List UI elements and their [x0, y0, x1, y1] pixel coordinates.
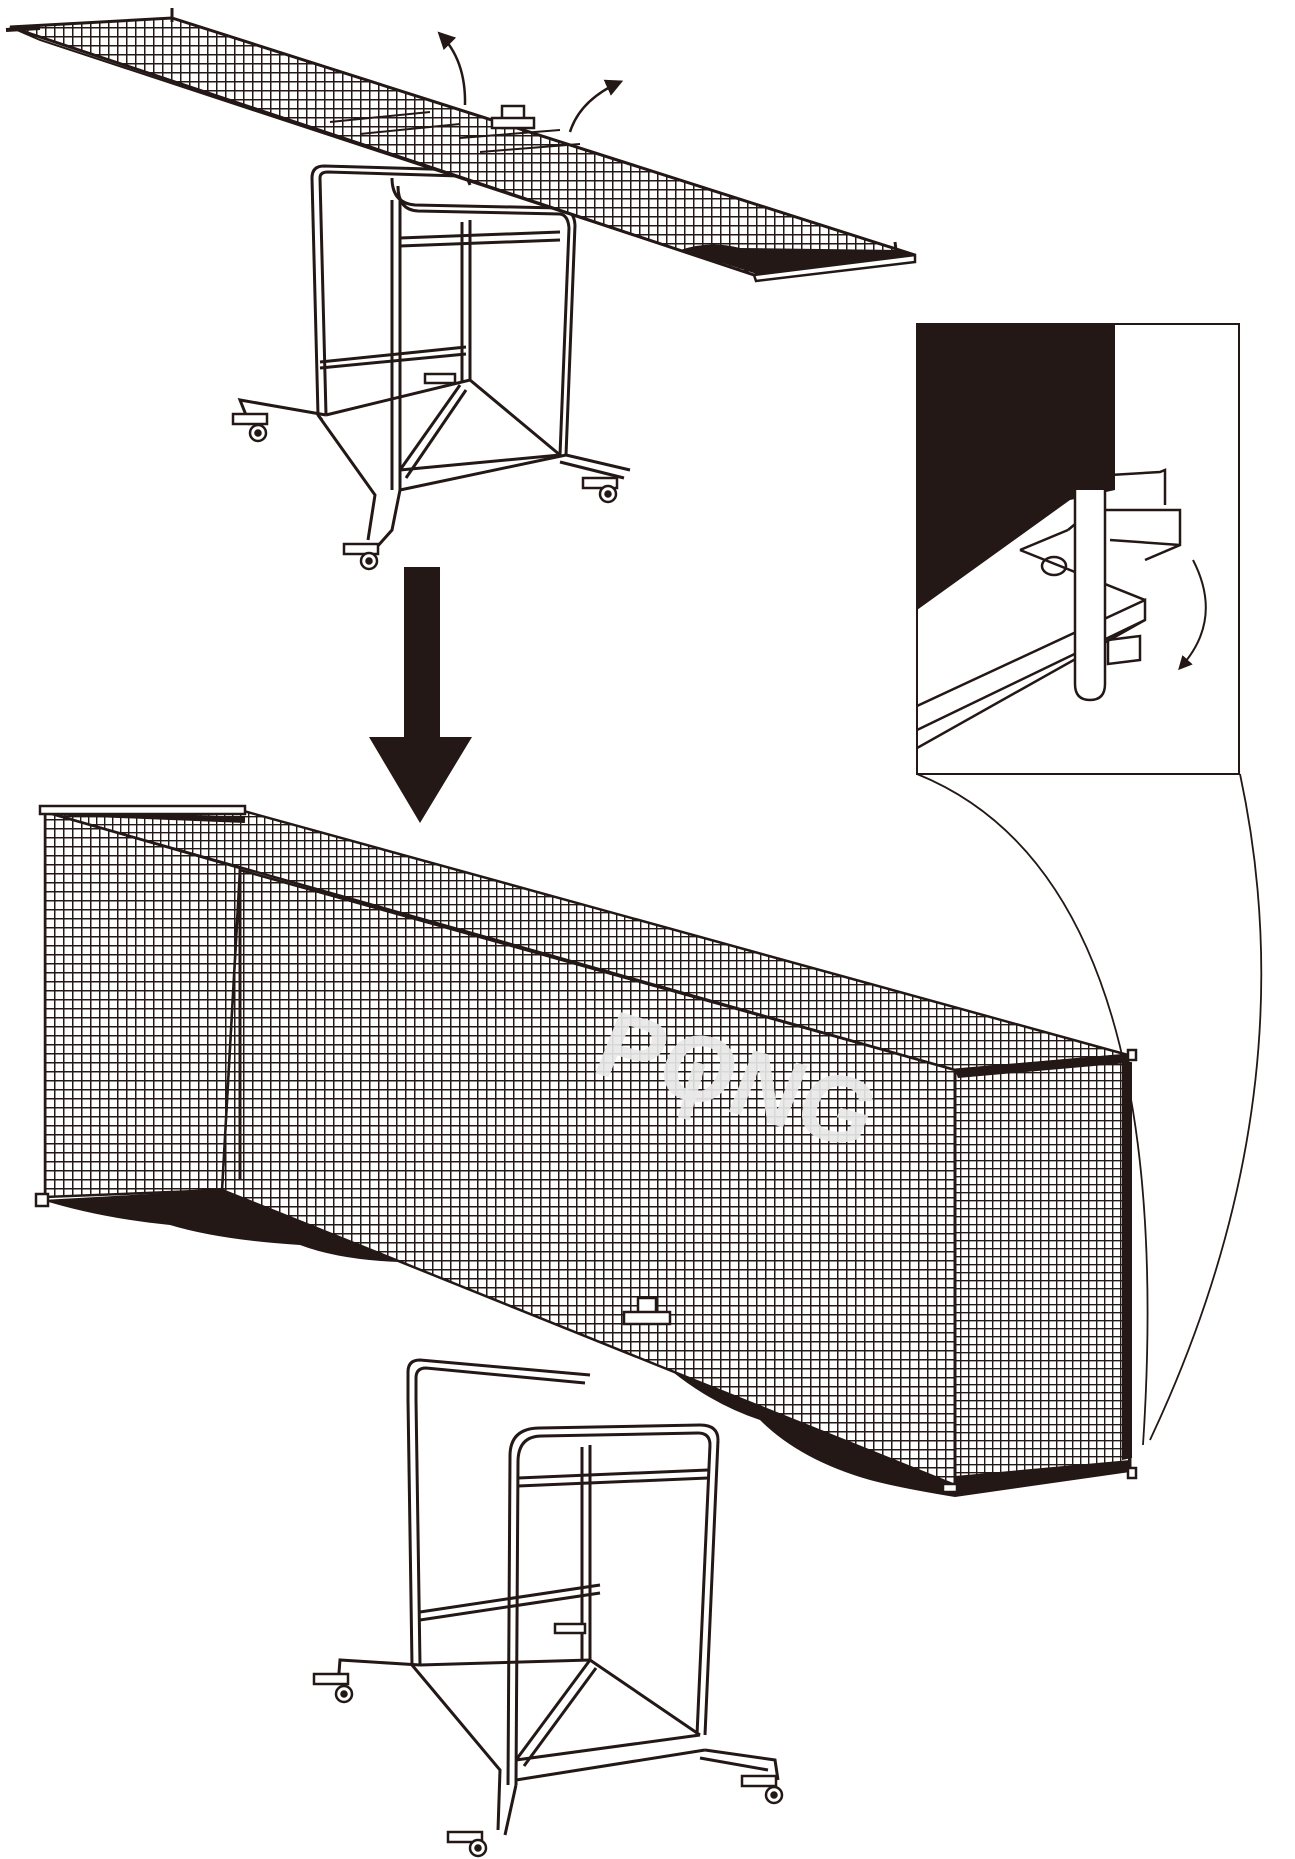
bottom-caster-right	[740, 1774, 784, 1805]
top-caster-front-right	[581, 476, 619, 504]
top-caster-front-left	[231, 412, 269, 443]
top-unfolded-net	[5, 8, 917, 283]
net-left-end	[43, 810, 242, 1199]
bottom-trolley-assembly	[312, 1358, 784, 1858]
top-caster-rear	[342, 542, 380, 571]
bottom-caster-back	[553, 1622, 587, 1635]
bottom-caster-left	[312, 1672, 354, 1704]
inset-leader-inner	[916, 773, 1149, 1446]
down-arrow-icon	[369, 567, 472, 823]
inset-leader-outer	[1149, 773, 1263, 1441]
curved-arrow-icon	[1178, 559, 1207, 671]
net-right-end	[953, 1053, 1132, 1487]
top-caster-back	[423, 372, 457, 385]
folded-net-box: PONG	[34, 804, 1138, 1497]
top-fold-arrow-right	[568, 79, 624, 133]
watermark-bar	[677, 1061, 706, 1121]
bottom-caster-front	[446, 1830, 488, 1858]
net-bottom-face	[42, 1190, 1130, 1497]
top-trolley-assembly	[5, 8, 917, 571]
detail-inset	[916, 323, 1240, 775]
top-fold-arrow-left	[437, 31, 467, 106]
top-trolley-frame	[237, 164, 631, 549]
bottom-trolley-frame	[336, 1358, 780, 1836]
net-center-post	[622, 1296, 672, 1326]
